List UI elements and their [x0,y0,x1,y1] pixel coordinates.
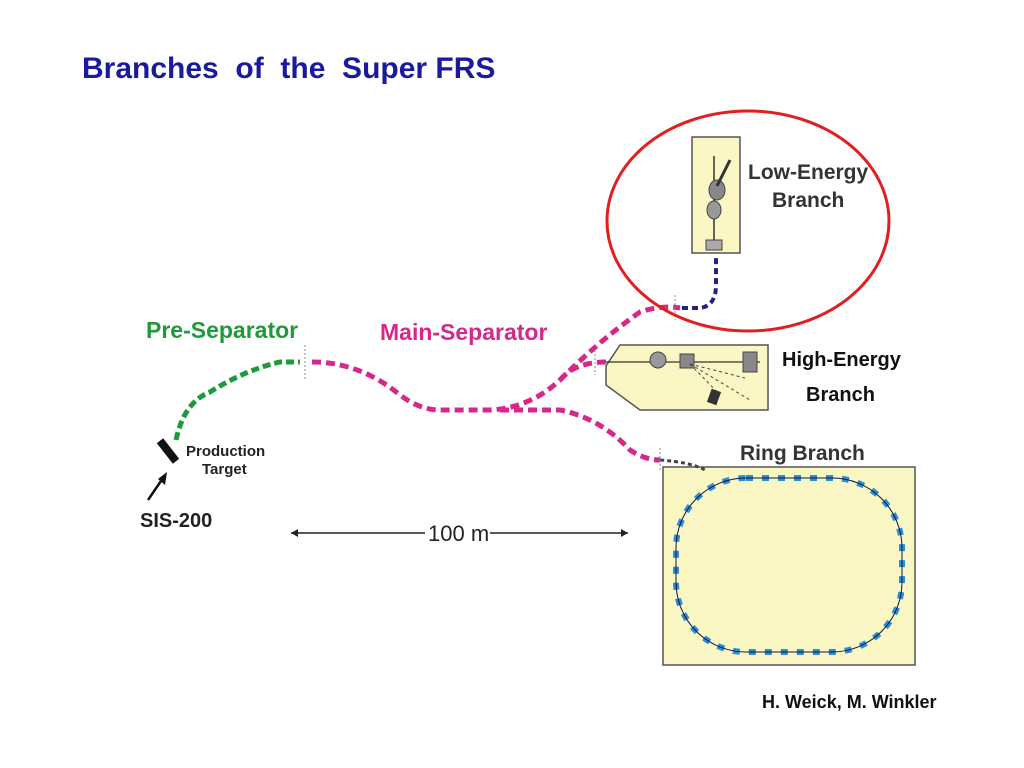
scale-bar-label: 100 m [428,521,489,546]
main-separator-ring-line [500,407,661,463]
high-energy-fan-2 [689,363,721,396]
sis-beam-arrowhead [158,472,167,485]
ring-feed-line [659,458,706,472]
sis-200-label: SIS-200 [140,510,212,532]
low-energy-beamline-feed [682,255,718,310]
ring-branch-area [662,466,916,666]
production-label: Production [186,443,265,460]
high-energy-building [605,344,769,411]
high-energy-label-line2: Branch [806,384,875,406]
storage-ring-line [675,477,903,653]
sis-beam-arrow [146,477,165,501]
high-energy-end-station [742,351,758,373]
low-energy-element [706,200,722,220]
pre-separator-label: Pre-Separator [146,317,298,343]
main-separator-high-energy-line [558,359,607,382]
low-energy-label-line1: Low-Energy [748,161,868,184]
high-energy-label-line1: High-Energy [782,349,901,371]
low-energy-spur [715,159,732,187]
main-separator-main-line [311,304,681,413]
low-energy-dipole [708,179,726,201]
low-energy-highlight-circle [605,109,891,333]
target-label: Target [202,461,247,478]
main-separator-label: Main-Separator [380,319,547,345]
low-energy-end-station [705,239,723,251]
scale-bar-right-arrowhead [621,529,628,537]
author-credit: H. Weick, M. Winkler [762,692,937,712]
pre-separator-beamline [173,359,300,441]
ring-branch-label: Ring Branch [740,442,865,465]
scale-bar-left-arrowhead [291,529,298,537]
high-energy-block [706,388,722,406]
high-energy-magnet [649,351,667,369]
low-energy-label-line2: Branch [772,189,844,212]
production-target [156,438,180,464]
slide-title: Branches of the Super FRS [82,52,496,85]
